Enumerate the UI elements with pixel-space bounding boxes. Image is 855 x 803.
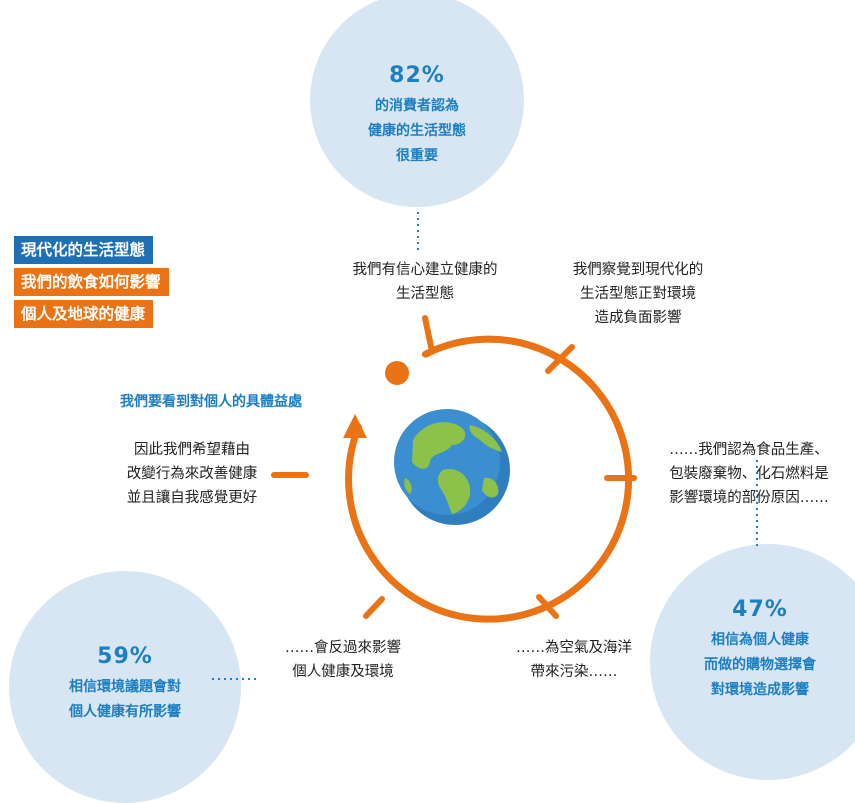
stat-bubble-right	[650, 544, 855, 780]
stat-right-line: 對環境造成影響	[711, 682, 809, 698]
stat-bubble-left	[9, 571, 241, 803]
step-line: 造成負面影響	[594, 310, 682, 326]
stat-bubble-top	[310, 0, 524, 207]
step-line: 我們察覺到現代化的	[572, 262, 704, 278]
stat-left-line: 個人健康有所影響	[69, 704, 181, 720]
step-1-text: 我們有信心建立健康的 生活型態	[322, 258, 528, 306]
stat-right-number: 47%	[732, 597, 788, 622]
step-line: 影響環境的部份原因……	[669, 490, 829, 506]
step-line: 我們有信心建立健康的	[352, 262, 498, 278]
spoke-1	[422, 315, 435, 354]
step-line: 改變行為來改善健康	[126, 466, 258, 482]
benefit-label: 我們要看到對個人的具體益處	[120, 394, 302, 410]
stat-right-text: 相信為個人健康 而做的購物選擇會 對環境造成影響	[630, 628, 855, 703]
step-6-text: 因此我們希望藉由 改變行為來改善健康 並且讓自我感覺更好	[112, 438, 272, 510]
step-5-text: ……會反過來影響 個人健康及環境	[262, 636, 424, 684]
step-line: ……會反過來影響	[285, 640, 401, 656]
step-4-text: ……為空氣及海洋 帶來污染……	[494, 636, 654, 684]
step-3-text: ……我們認為食品生產、 包裝廢棄物、化石燃料是 影響環境的部份原因……	[643, 438, 855, 510]
title-tag-2: 我們的飲食如何影響	[14, 268, 169, 296]
stat-right-line: 相信為個人健康	[711, 632, 809, 648]
spoke-5	[363, 596, 385, 619]
spoke-2	[545, 344, 575, 374]
step-2-text: 我們察覺到現代化的 生活型態正對環境 造成負面影響	[550, 258, 726, 330]
step-line: 包裝廢棄物、化石燃料是	[669, 466, 829, 482]
cycle-start-dot	[385, 361, 409, 385]
stat-top-line: 健康的生活型態	[368, 123, 466, 139]
cycle-ring	[345, 335, 633, 623]
stat-top-line: 的消費者認為	[375, 98, 459, 114]
stat-top-line: 很重要	[396, 148, 438, 164]
step-line: ……為空氣及海洋	[516, 640, 632, 656]
spoke-4	[536, 594, 559, 619]
step-line: ……我們認為食品生產、	[669, 442, 829, 458]
step-line: 生活型態正對環境	[580, 286, 696, 302]
title-tag-1: 現代化的生活型態	[14, 236, 154, 264]
stat-top-number: 82%	[389, 63, 445, 88]
step-line: 因此我們希望藉由	[134, 442, 250, 458]
step-line: 並且讓自我感覺更好	[126, 490, 258, 506]
stat-top-text: 的消費者認為 健康的生活型態 很重要	[287, 94, 547, 169]
step-line: 帶來污染……	[530, 664, 618, 680]
cycle-arrow-head	[343, 414, 367, 438]
step-line: 生活型態	[396, 286, 454, 302]
step-line: 個人健康及環境	[292, 664, 394, 680]
stat-left-text: 相信環境議題會對 個人健康有所影響	[0, 675, 255, 725]
stat-left-number: 59%	[97, 644, 153, 669]
stat-right-line: 而做的購物選擇會	[704, 657, 816, 673]
globe-icon	[394, 409, 510, 525]
title-tag-3: 個人及地球的健康	[14, 300, 154, 328]
stat-left-line: 相信環境議題會對	[69, 679, 181, 695]
